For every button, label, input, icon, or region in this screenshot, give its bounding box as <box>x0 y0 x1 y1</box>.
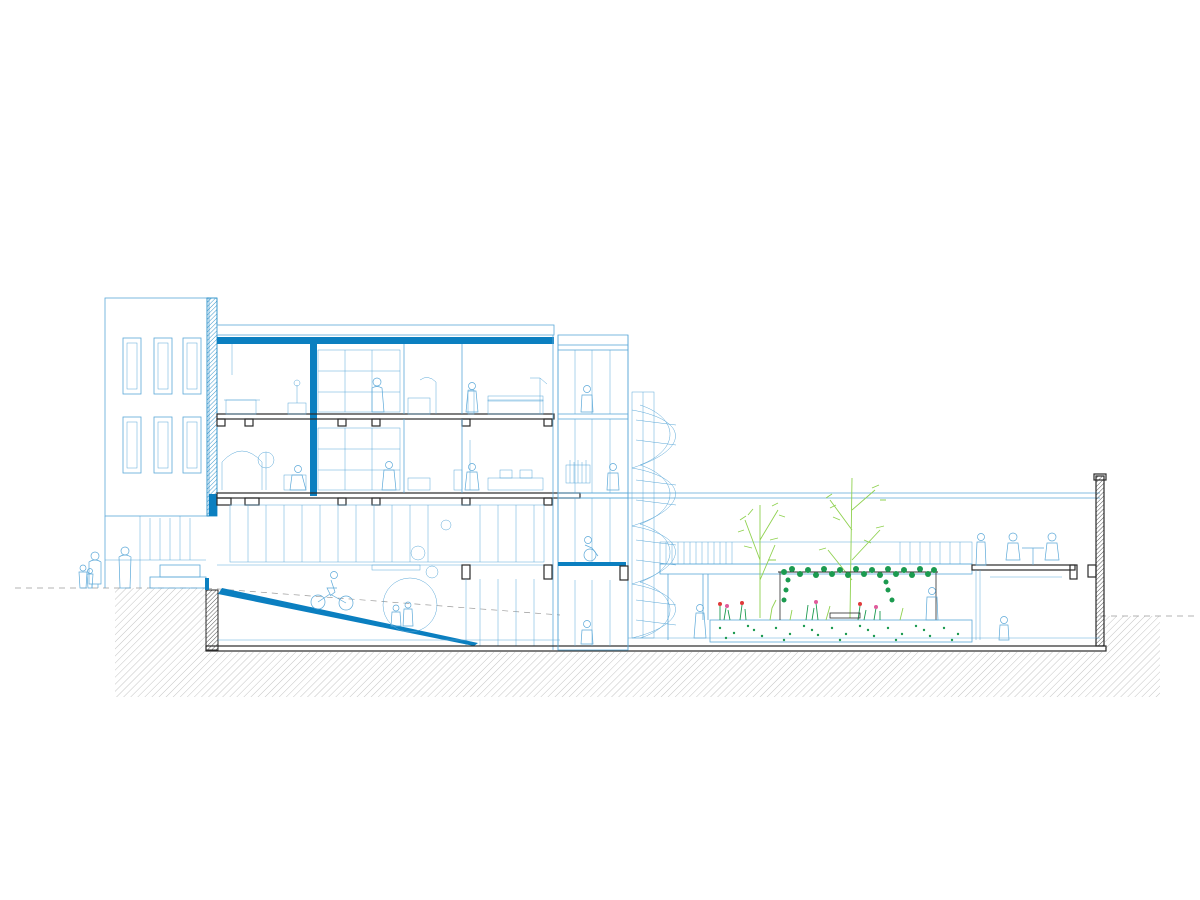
person-figure <box>88 551 102 588</box>
spiral-staircase <box>631 391 677 639</box>
terrace-table <box>1022 547 1044 565</box>
courtyard-garden <box>693 477 973 643</box>
person-figure <box>693 604 707 639</box>
facade-windows-lower <box>122 416 202 474</box>
flower-bed <box>718 599 904 621</box>
wheelchair-figure <box>583 536 599 562</box>
person-figure <box>606 463 620 491</box>
person-figure <box>464 463 480 491</box>
basement-glazing <box>479 579 535 646</box>
roof-terrace <box>971 532 1097 641</box>
child-figure <box>78 564 88 589</box>
person-figure <box>580 385 594 413</box>
person-figure <box>402 601 414 627</box>
facade-ground-glazing <box>149 518 207 589</box>
person-figure <box>975 533 987 566</box>
timber-screen <box>659 541 973 565</box>
tree-right <box>818 477 886 619</box>
ground-floor-glazing <box>217 504 545 579</box>
ramp-to-basement <box>205 571 1107 652</box>
street-facade <box>104 297 218 589</box>
child-figure <box>86 568 94 589</box>
circulation-bay <box>557 334 629 651</box>
floor-slab-upper <box>216 413 555 427</box>
person-figure <box>1005 532 1021 561</box>
person-figure <box>925 587 939 621</box>
person-figure <box>371 377 385 413</box>
person-figure <box>381 461 397 491</box>
bookshelf <box>317 349 401 491</box>
person-figure <box>289 465 307 491</box>
courtyard-enclosure <box>580 473 1107 647</box>
person-figure <box>580 620 594 645</box>
cyclist-figure <box>310 571 354 611</box>
floor-slab-ground <box>216 492 581 506</box>
person-figure <box>998 616 1010 641</box>
tree-left <box>737 502 786 618</box>
street-people <box>78 546 132 589</box>
furniture-upper <box>224 344 548 415</box>
person-figure <box>465 382 479 413</box>
pergola <box>778 566 938 620</box>
main-building-section <box>209 324 581 650</box>
person-figure <box>1044 532 1060 561</box>
ground-hatch <box>115 588 1160 697</box>
person-figure <box>118 546 132 589</box>
person-figure <box>390 604 402 627</box>
facade-windows-upper <box>122 337 202 395</box>
